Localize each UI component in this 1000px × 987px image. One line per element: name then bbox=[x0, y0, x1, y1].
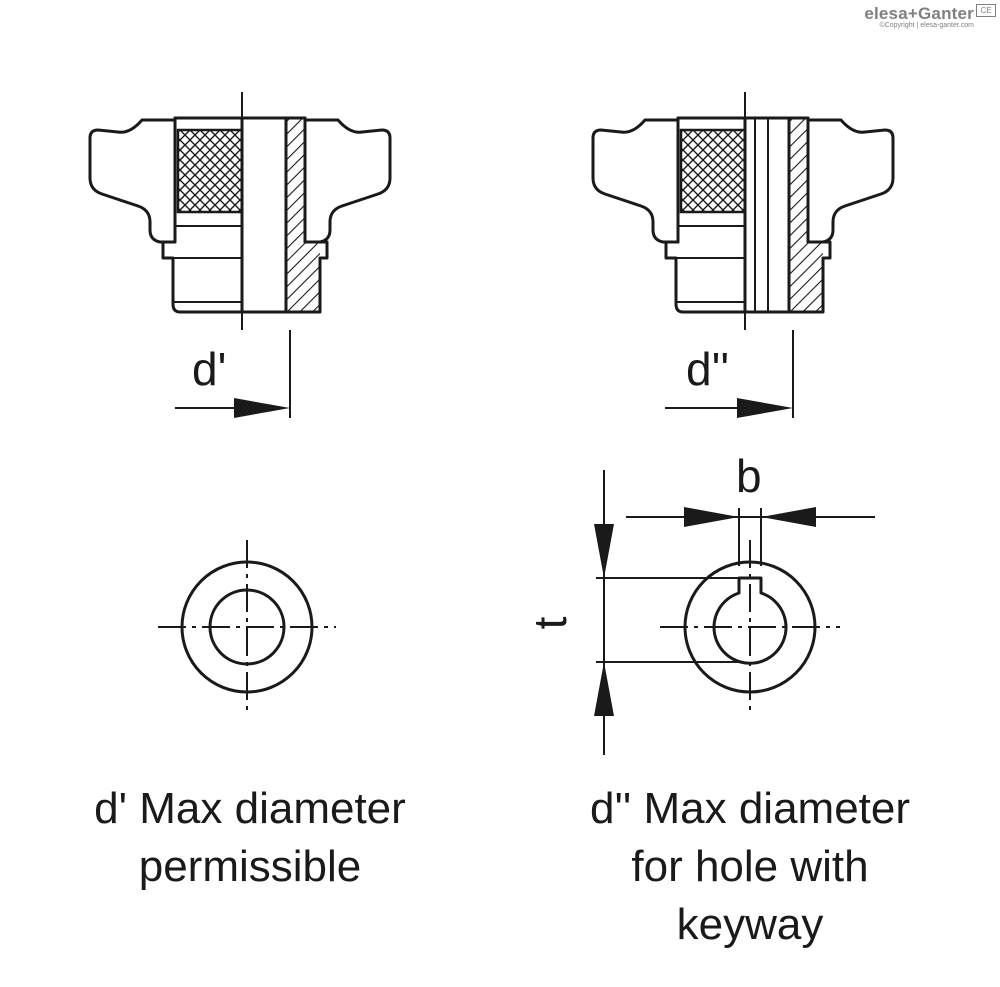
arrow-b-right bbox=[761, 507, 816, 527]
elesa-ganter-logo: elesa+Ganter ©Copyright | elesa-ganter.c… bbox=[864, 4, 974, 29]
label-t: t bbox=[524, 616, 576, 629]
ce-mark-icon: CE bbox=[976, 4, 996, 17]
label-d-prime: d' bbox=[192, 343, 226, 395]
keyway-bore-profile bbox=[712, 576, 788, 665]
arrow-d-double-prime bbox=[737, 398, 793, 418]
caption-right-line-3: keyway bbox=[676, 900, 824, 949]
knob-section-d-prime: d' bbox=[88, 90, 392, 418]
arrow-t-top bbox=[594, 524, 614, 578]
arrow-t-bottom bbox=[594, 662, 614, 716]
arrow-d-prime bbox=[234, 398, 290, 418]
bore-view-plain bbox=[158, 540, 336, 716]
caption-right-line-1: d'' Max diameter bbox=[589, 784, 911, 833]
caption-right: d'' Max diameter for hole with keyway bbox=[530, 780, 970, 954]
logo-brand: elesa+Ganter bbox=[864, 4, 974, 23]
caption-left: d' Max diameter permissible bbox=[40, 780, 460, 896]
caption-left-line-2: permissible bbox=[138, 842, 362, 891]
caption-right-line-2: for hole with bbox=[631, 842, 869, 891]
arrow-b-left bbox=[684, 507, 739, 527]
label-b: b bbox=[736, 450, 762, 502]
knob-section-d-double-prime: d'' bbox=[591, 90, 895, 418]
logo-copyright: ©Copyright | elesa-ganter.com bbox=[879, 22, 974, 29]
bore-view-keyway: b t bbox=[524, 450, 875, 755]
label-d-double-prime: d'' bbox=[686, 343, 729, 395]
caption-left-line-1: d' Max diameter bbox=[94, 784, 406, 833]
